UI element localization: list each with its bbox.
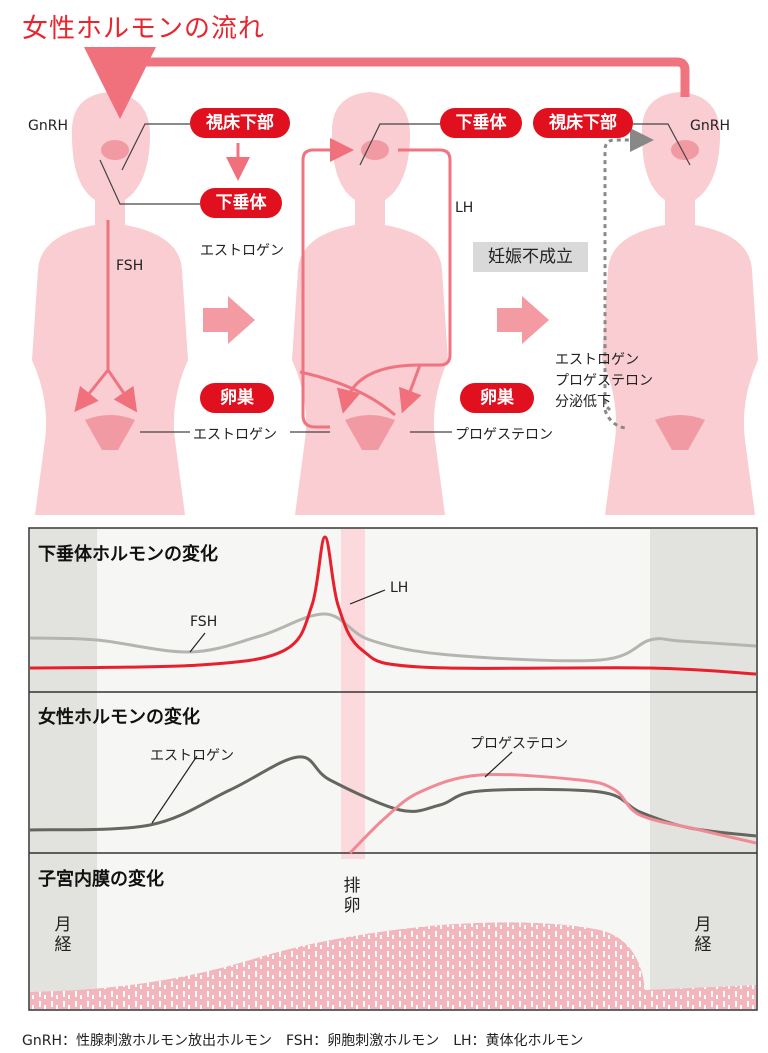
uterus-icon	[655, 415, 705, 450]
feedback-arrow	[84, 47, 690, 119]
label-hypothalamus: 視床下部	[533, 108, 633, 138]
estrogen-curve	[29, 755, 757, 838]
series-label-estrogen: エストロゲン	[150, 748, 234, 764]
label-hypothalamus: 視床下部	[190, 108, 290, 138]
fsh-curve	[29, 612, 757, 663]
endometrium-shape	[30, 922, 756, 1009]
label-ovary: 卵巣	[200, 383, 274, 413]
label-menstruation: 月経	[694, 915, 712, 955]
stage-arrow-1	[203, 296, 255, 344]
lh-curve	[29, 535, 757, 676]
decline-line: プロゲステロン	[555, 373, 653, 389]
progesterone-curve	[348, 773, 757, 855]
stage-arrow-2	[497, 296, 549, 344]
series-label-progesterone: プロゲステロン	[470, 736, 568, 752]
page-title: 女性ホルモンの流れ	[22, 14, 266, 44]
series-label-lh: LH	[390, 580, 409, 596]
body-silhouette	[602, 92, 758, 515]
label-ovulation: 排卵	[343, 876, 361, 916]
brain-icon	[101, 140, 129, 160]
panel-title-female: 女性ホルモンの変化	[38, 707, 200, 728]
body-silhouette	[32, 92, 188, 515]
label-pituitary: 下垂体	[200, 188, 282, 218]
label-ovary: 卵巣	[460, 383, 534, 413]
label-lh: LH	[455, 200, 474, 216]
label-gnrh: GnRH	[28, 118, 68, 134]
label-estrogen: エストロゲン	[193, 427, 277, 443]
decline-line: エストロゲン	[555, 352, 639, 368]
label-gnrh: GnRH	[690, 118, 730, 134]
body-silhouette	[292, 92, 448, 515]
label-progesterone: プロゲステロン	[455, 427, 553, 443]
uterus-icon	[85, 415, 135, 450]
label-estrogen: エストロゲン	[200, 243, 284, 259]
footnote: GnRH：性腺刺激ホルモン放出ホルモン FSH：卵胞刺激ホルモン LH：黄体化ホ…	[22, 1033, 584, 1049]
series-label-fsh: FSH	[190, 614, 218, 630]
label-menstruation: 月経	[54, 915, 72, 955]
panel-title-pituitary: 下垂体ホルモンの変化	[38, 544, 218, 565]
label-pituitary: 下垂体	[440, 108, 522, 138]
panel-title-endometrium: 子宮内膜の変化	[38, 869, 164, 890]
brain-icon	[361, 140, 389, 160]
uterus-icon	[345, 415, 395, 450]
label-no-pregnancy: 妊娠不成立	[473, 242, 588, 272]
brain-icon	[671, 140, 699, 160]
label-fsh: FSH	[116, 258, 144, 274]
decline-line: 分泌低下	[555, 394, 611, 410]
label-secretion-decline: エストロゲン プロゲステロン 分泌低下	[555, 350, 653, 413]
